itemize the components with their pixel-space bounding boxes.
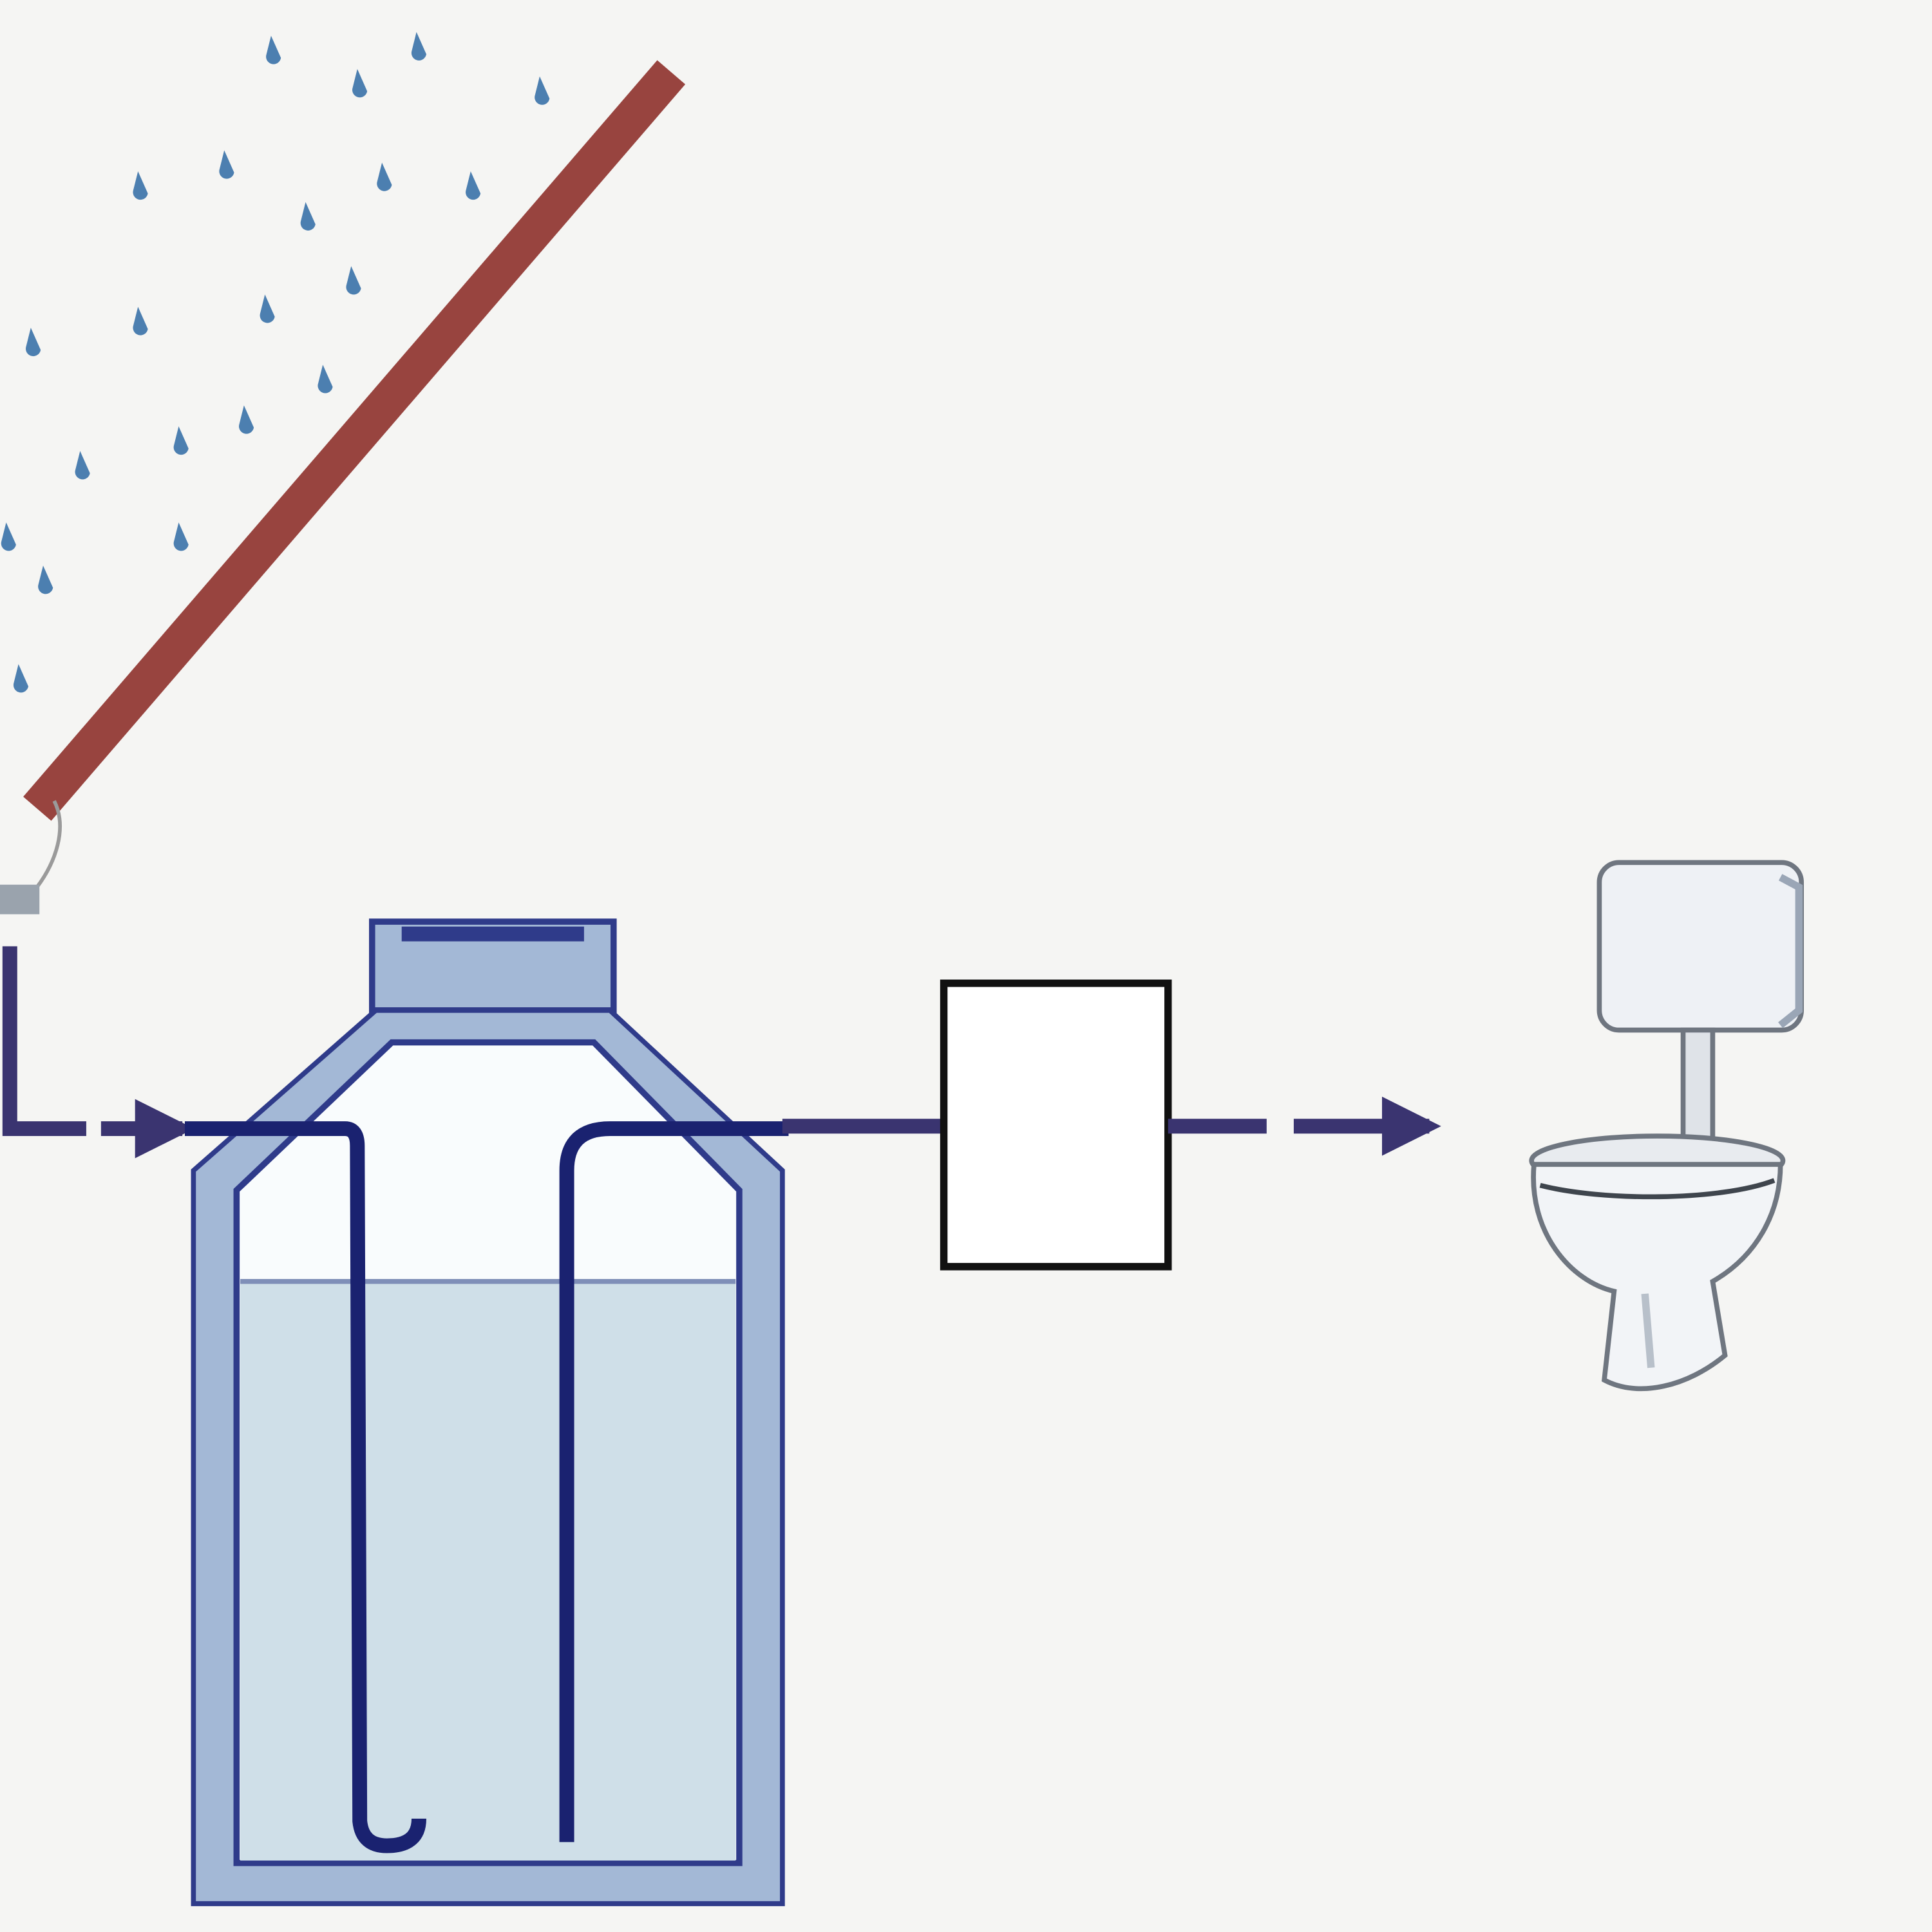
- raindrop: [38, 565, 53, 594]
- raindrop: [411, 32, 426, 61]
- raindrop: [133, 307, 148, 336]
- pump-box-icon: [940, 980, 1172, 1271]
- raindrop: [13, 664, 29, 693]
- raindrop: [75, 451, 90, 480]
- raindrop: [266, 35, 281, 64]
- raindrop: [260, 294, 275, 323]
- raindrop: [133, 171, 148, 200]
- raindrop: [346, 266, 361, 295]
- toilet-icon: [1529, 860, 1804, 1392]
- downpipe-icon: [0, 884, 40, 914]
- raindrop: [300, 202, 316, 231]
- inflow-pipe: [2, 946, 86, 1137]
- raindrop: [26, 327, 41, 357]
- raindrop: [317, 365, 333, 393]
- raindrop: [219, 150, 234, 179]
- tank-outlet-pipe: [559, 1121, 789, 1842]
- raindrop: [535, 76, 550, 105]
- raindrop: [173, 522, 189, 551]
- tank-inlet-pipe: [184, 1121, 426, 1853]
- raindrop-icon: [1, 32, 550, 693]
- raindrop: [352, 69, 368, 98]
- raindrop: [239, 405, 254, 434]
- raindrop: [377, 162, 392, 191]
- raindrop: [173, 426, 189, 455]
- storage-tank-icon: [191, 918, 785, 1906]
- raindrop: [466, 171, 481, 200]
- roof: [23, 60, 686, 821]
- raindrop: [1, 522, 16, 551]
- gutter-icon: [35, 800, 62, 889]
